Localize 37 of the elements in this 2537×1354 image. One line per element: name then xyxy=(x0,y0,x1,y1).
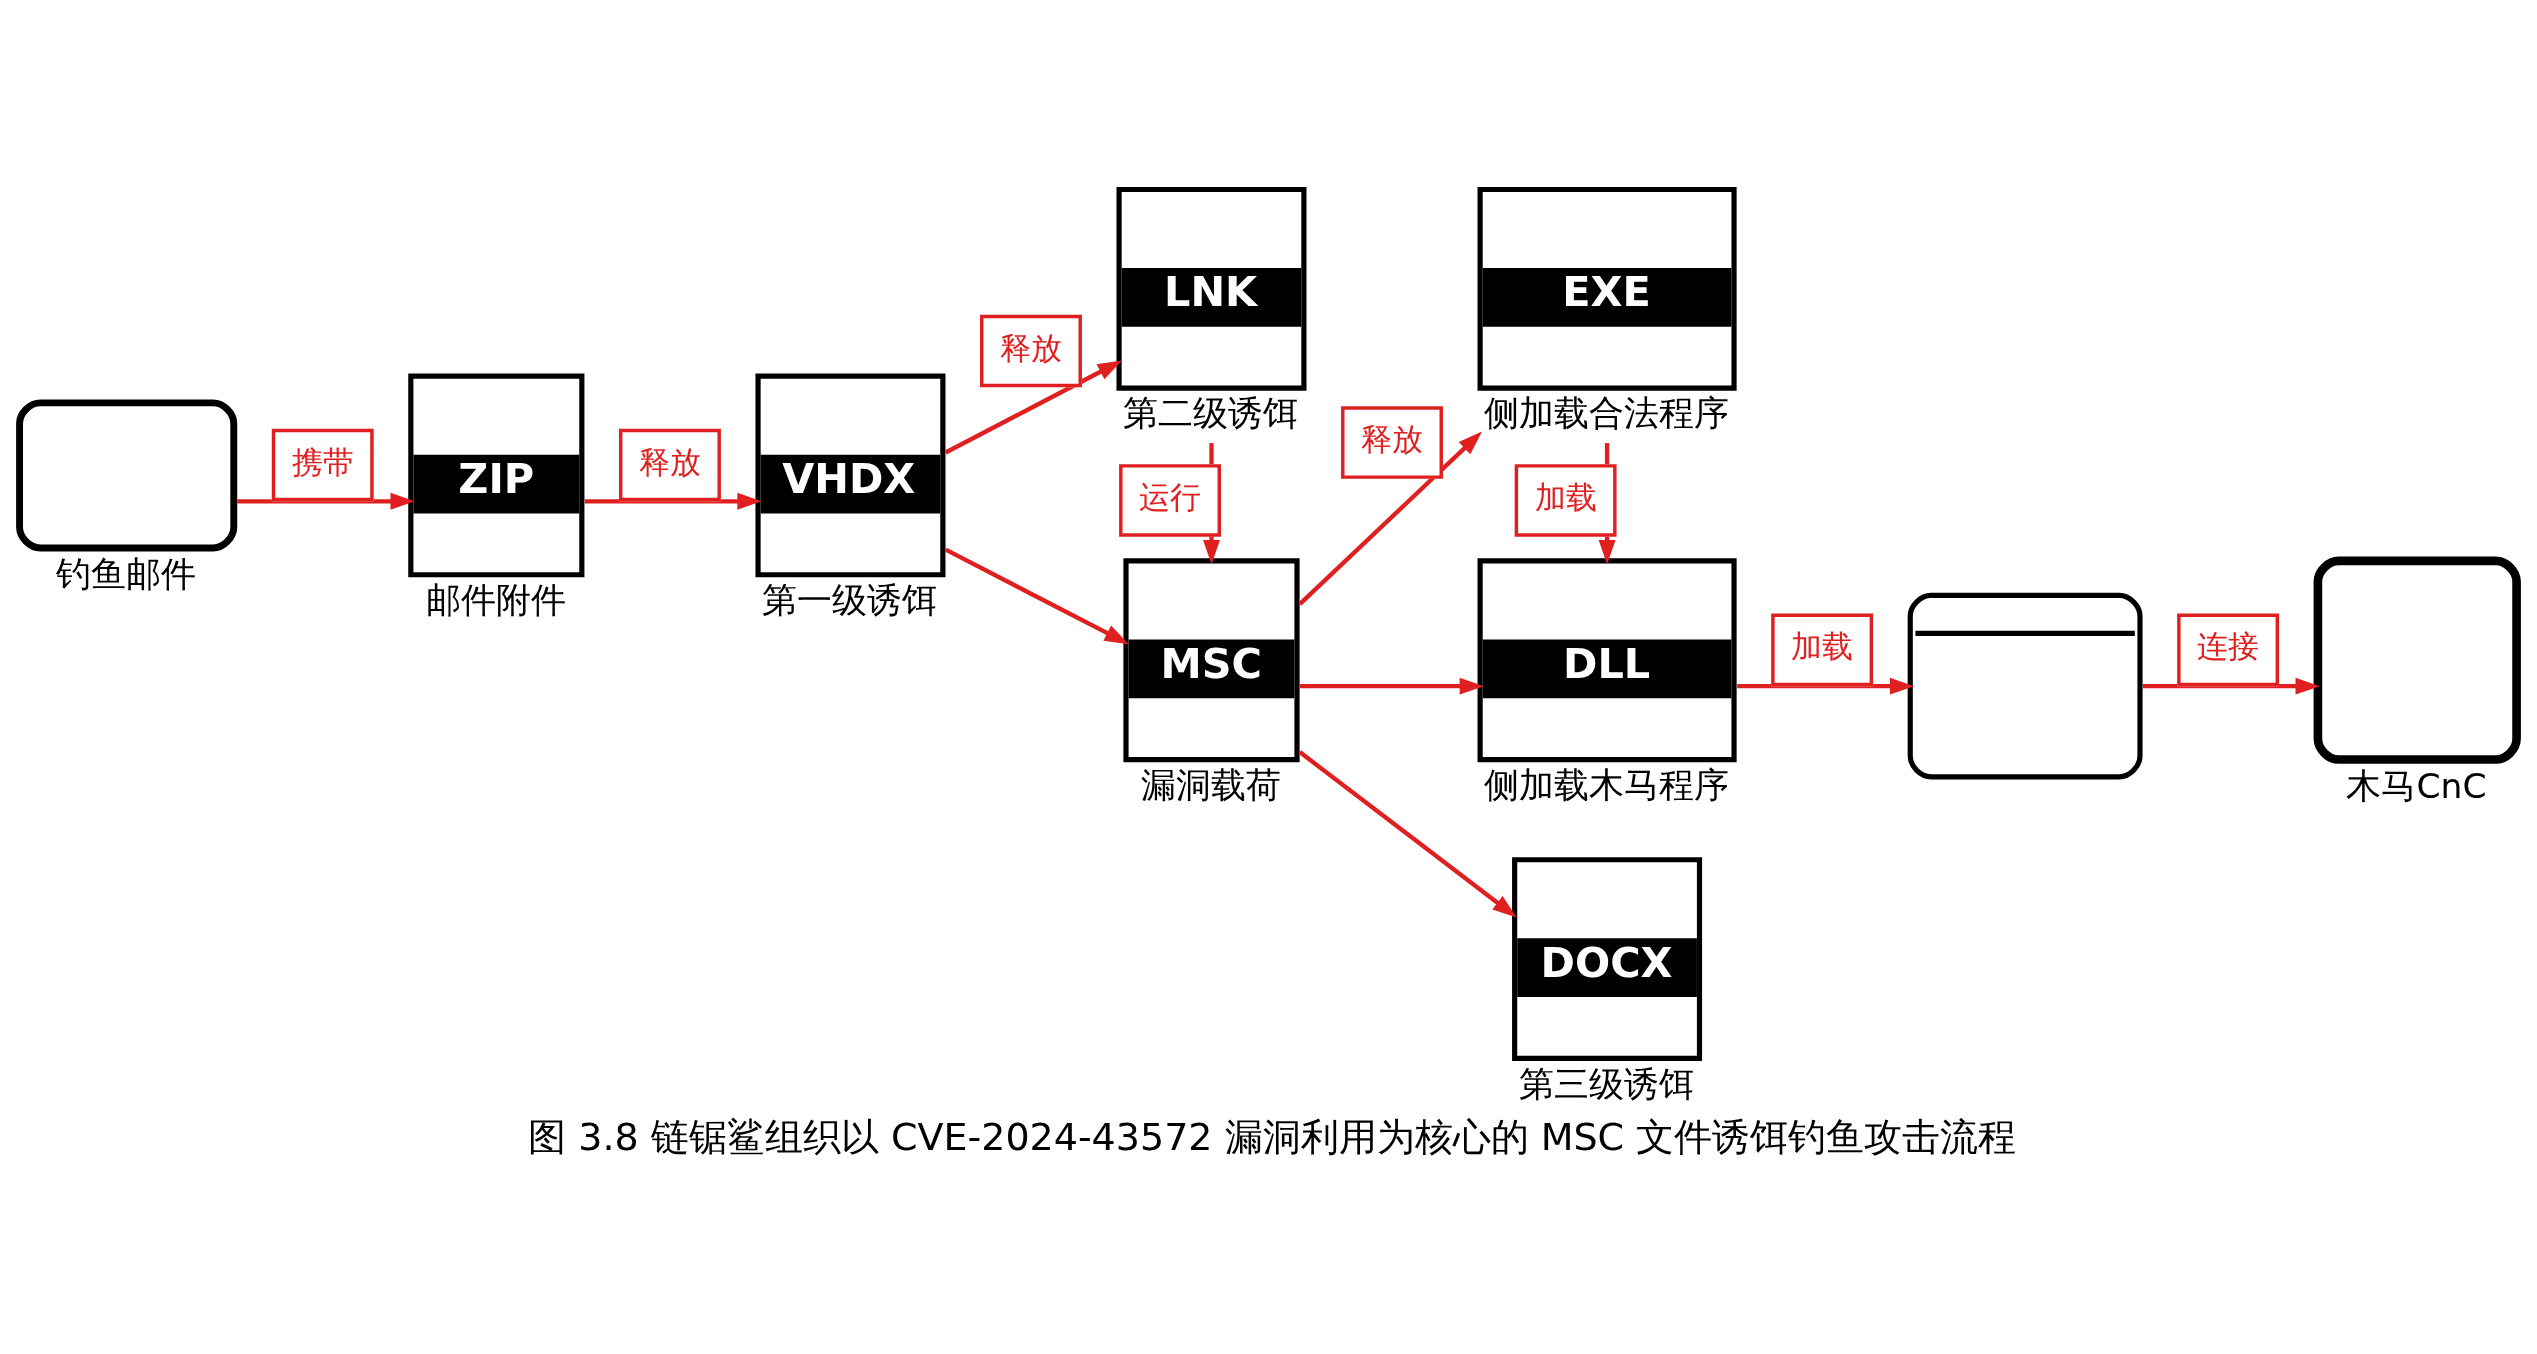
node-label: 侧加载合法程序 xyxy=(1484,392,1730,433)
node-box: ZIP xyxy=(408,372,585,577)
node-label: 第二级诱饵 xyxy=(1123,392,1299,433)
node-label: 漏洞载荷 xyxy=(1140,764,1281,805)
arrow xyxy=(584,492,762,510)
arrow xyxy=(944,547,1129,644)
arrow xyxy=(944,360,1122,454)
node-picture xyxy=(1907,592,2143,779)
edge-label: 连接 xyxy=(2196,627,2259,664)
edge-label: 释放 xyxy=(999,329,1062,366)
node-box xyxy=(16,398,238,551)
arrow xyxy=(1737,677,1915,695)
edge-label: 加载 xyxy=(1791,627,1854,664)
arrow xyxy=(1299,677,1484,695)
arrow xyxy=(1298,749,1517,917)
node-label: 第三级诱饵 xyxy=(1518,1063,1694,1104)
edge-label: 释放 xyxy=(1360,420,1423,457)
node-box: VHDX xyxy=(755,372,946,577)
node-label: 第一级诱饵 xyxy=(762,579,938,620)
node-box xyxy=(2313,556,2521,764)
edge-label: 加载 xyxy=(1534,478,1597,515)
arrow xyxy=(1298,431,1483,606)
caption: 图 3.8 链锯鲨组织以 CVE-2024-43572 漏洞利用为核心的 MSC 文件诱饵钓鱼攻击流程 xyxy=(528,1114,2017,1159)
node-box: MSC xyxy=(1123,557,1300,762)
node-label: 木马CnC xyxy=(2346,765,2487,806)
arrow xyxy=(237,492,415,510)
node-label: 钓鱼邮件 xyxy=(55,553,196,594)
node-label: 邮件附件 xyxy=(425,579,566,620)
edge-label: 释放 xyxy=(638,443,701,480)
arrow xyxy=(2142,677,2320,695)
node-label: 侧加载木马程序 xyxy=(1484,764,1730,805)
node-box: DLL xyxy=(1477,557,1737,762)
edge-label: 携带 xyxy=(291,443,354,480)
edge-label: 运行 xyxy=(1138,478,1201,515)
node-box: DOCX xyxy=(1512,856,1703,1061)
node-box: LNK xyxy=(1116,186,1307,391)
node-box: EXE xyxy=(1477,186,1737,391)
